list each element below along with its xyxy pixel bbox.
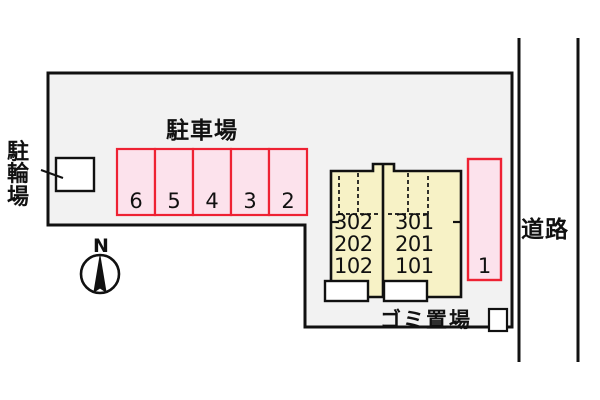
parking-stall-label-1: 1: [477, 254, 492, 278]
parking-stall-label-5: 5: [167, 189, 181, 213]
road-label: 道路: [521, 217, 569, 243]
room-label-302: 302: [334, 210, 373, 234]
building-dashed-partitions-left: [338, 173, 378, 215]
parking-stall-label-6: 6: [129, 189, 143, 213]
bicycle-parking-box: [54, 156, 96, 193]
parking-stalls-group: [115, 147, 309, 217]
garbage-area-box: [487, 307, 509, 333]
building-entrance-box-left: [323, 279, 370, 303]
parking-stall-label-3: 3: [243, 189, 257, 213]
parking-stall-5[interactable]: [153, 147, 195, 217]
garbage-area-label: ゴミ置場: [380, 308, 472, 332]
parking-stall-4[interactable]: [191, 147, 233, 217]
room-label-201: 201: [395, 232, 434, 256]
room-label-101: 101: [395, 254, 434, 278]
room-label-301: 301: [395, 210, 434, 234]
parking-stall-label-2: 2: [281, 189, 295, 213]
parking-lot-title: 駐車場: [166, 118, 238, 144]
parking-stall-1[interactable]: [466, 157, 503, 282]
building-entrance-box-right: [382, 279, 429, 303]
parking-stall-2[interactable]: [267, 147, 309, 217]
room-label-202: 202: [334, 232, 373, 256]
bicycle-parking-label: 駐輪場: [6, 140, 29, 210]
compass-north-icon: [79, 253, 121, 295]
parking-stall-label-4: 4: [205, 189, 219, 213]
room-label-102: 102: [334, 254, 373, 278]
bicycle-parking-leader-line: [40, 169, 64, 179]
apartment-building: [323, 162, 463, 303]
building-dashed-partitions-right: [388, 173, 429, 215]
compass-north-label: N: [93, 235, 109, 257]
